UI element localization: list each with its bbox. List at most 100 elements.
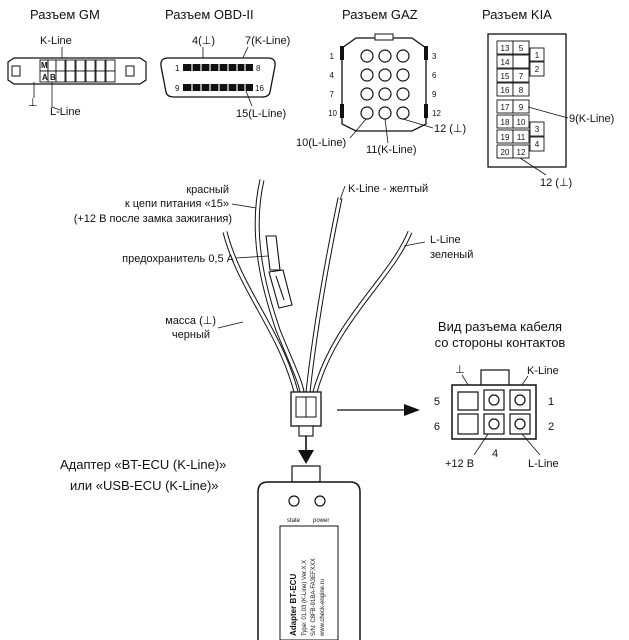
kia-cell-3: 3	[535, 125, 540, 134]
gm-pin-b: B	[50, 73, 56, 82]
power-led-label: power	[313, 518, 329, 524]
kia-cell-12: 12	[517, 148, 526, 157]
gm-k-line-label: K-Line	[40, 35, 72, 47]
obd-pin9-label: 9	[175, 84, 180, 93]
adapter-caption-1: Адаптер «BT-ECU (K-Line)»	[60, 457, 226, 472]
red-wire-desc-2: (+12 В после замка зажигания)	[74, 213, 232, 225]
kia-title: Разъем KIA	[482, 7, 552, 22]
power-led-icon	[314, 495, 326, 507]
plug-pin-view: Вид разъема кабеля со стороны контактов …	[434, 319, 566, 470]
plug-num-1: 1	[548, 396, 554, 408]
ground-wire-color: черный	[172, 329, 210, 341]
plug-num-2: 2	[548, 421, 554, 433]
adapter-label-plate	[279, 525, 339, 640]
arrow-right	[337, 404, 420, 416]
kia-cell-14: 14	[501, 58, 510, 67]
adapter-serial: S/N: C8FB-91BA-FA3EFXXX	[311, 558, 317, 636]
gm-pin-a: A	[42, 73, 48, 82]
green-wire-label-1: L-Line	[430, 234, 461, 246]
kia-cell-13: 13	[501, 44, 510, 53]
gm-title: Разъем GM	[30, 7, 100, 22]
obd-pin8-label: 8	[256, 64, 261, 73]
wire-black	[222, 231, 299, 393]
obd-pin16-label: 16	[255, 84, 264, 93]
plug-view-title-1: Вид разъема кабеля	[438, 319, 562, 334]
wire-red	[254, 179, 305, 393]
kia-cell-15: 15	[501, 72, 510, 81]
cable-plug	[290, 391, 322, 464]
arrow-right-icon	[404, 404, 420, 416]
plug-k-line-label: K-Line	[527, 365, 559, 377]
gm-connector: Разъем GM K-Line M A B ⊥ L-Line	[7, 7, 147, 118]
yellow-wire-label: K-Line - желтый	[348, 183, 428, 195]
arrow-down-icon	[298, 450, 314, 464]
gaz-num-6: 6	[432, 71, 437, 80]
red-wire-label: красный	[186, 184, 229, 196]
cable-labels: красный к цепи питания «15» (+12 В после…	[74, 183, 474, 341]
adapter: Адаптер «BT-ECU (K-Line)» или «USB-ECU (…	[60, 457, 361, 640]
kia-cell-8: 8	[519, 86, 524, 95]
kia-pin12-label: 12 (⊥)	[540, 177, 572, 189]
adapter-type: Type: 01.03 (K-Line) Ver.X.X	[302, 560, 308, 636]
wire-green	[312, 231, 413, 393]
plug-plus12-label: +12 В	[445, 458, 474, 470]
kia-cell-11: 11	[517, 133, 526, 142]
gaz-pin12-label: 12 (⊥)	[434, 123, 466, 135]
kia-cell-16: 16	[501, 86, 510, 95]
state-led-label: state	[287, 518, 301, 524]
kia-pin9-label: 9(K-Line)	[569, 113, 614, 125]
kia-cell-20: 20	[501, 148, 510, 157]
kia-connector: Разъем KIA 13 5 14 1 15 7 2 16 8 17 9 18…	[482, 7, 614, 189]
wire-yellow	[305, 197, 343, 393]
plug-view-title-2: со стороны контактов	[435, 335, 566, 350]
obd-pin-row-top	[183, 64, 253, 71]
plug-num-4: 4	[492, 448, 498, 460]
kia-cell-4: 4	[535, 140, 540, 149]
obd-connector: Разъем OBD-II 4(⊥) 7(K-Line) 1 8	[160, 7, 290, 120]
obd-title: Разъем OBD-II	[165, 7, 254, 22]
adapter-caption-2: или «USB-ECU (K-Line)»	[70, 478, 219, 493]
plug-ground-symbol: ⊥	[455, 364, 465, 376]
gaz-num-9: 9	[432, 90, 437, 99]
plug-num-6: 6	[434, 421, 440, 433]
plug-pin-6	[457, 413, 479, 435]
plug-pin-5	[457, 391, 479, 411]
fuse-label: предохранитель 0,5 А	[122, 253, 235, 265]
cable-harness	[217, 179, 426, 393]
adapter-port	[291, 465, 321, 483]
gm-ground-symbol: ⊥	[28, 97, 38, 109]
gaz-title: Разъем GAZ	[342, 7, 418, 22]
plug-num-5: 5	[434, 396, 440, 408]
adapter-name: Adapter BT-ECU	[289, 574, 298, 636]
gaz-num-4: 4	[330, 71, 335, 80]
obd-pin7-label: 7(K-Line)	[245, 35, 290, 47]
obd-pin15-label: 15(L-Line)	[236, 108, 286, 120]
obd-pin-row-bottom	[183, 84, 253, 91]
kia-cell-1: 1	[535, 51, 540, 60]
gm-pin-m: M	[41, 61, 48, 70]
kia-cell-17: 17	[501, 103, 510, 112]
kia-cell-10: 10	[517, 118, 526, 127]
gaz-num-1: 1	[330, 52, 335, 61]
gaz-connector: Разъем GAZ 1 4 7 10 3 6 9 12 10(L-Line) …	[296, 7, 466, 156]
obd-pin4-label: 4(⊥)	[192, 35, 215, 47]
gaz-num-7: 7	[330, 90, 335, 99]
ground-wire-label: масса (⊥)	[165, 315, 216, 327]
kia-cell-7: 7	[519, 72, 524, 81]
gaz-pin-grid	[360, 49, 410, 120]
kia-cell-18: 18	[501, 118, 510, 127]
gm-l-line-label: L-Line	[50, 106, 81, 118]
obd-pin1-label: 1	[175, 64, 180, 73]
kia-cell-5: 5	[519, 44, 524, 53]
plug-l-line-label: L-Line	[528, 458, 559, 470]
gaz-num-12: 12	[432, 109, 441, 118]
green-wire-label-2: зеленый	[430, 249, 473, 261]
kia-cell-2: 2	[535, 65, 540, 74]
kia-cell-19: 19	[501, 133, 510, 142]
red-wire-desc-1: к цепи питания «15»	[125, 198, 229, 210]
adapter-site: www.check-engine.ru	[320, 579, 326, 637]
gaz-num-3: 3	[432, 52, 437, 61]
gaz-num-10: 10	[328, 109, 337, 118]
kia-cell-9: 9	[519, 103, 524, 112]
